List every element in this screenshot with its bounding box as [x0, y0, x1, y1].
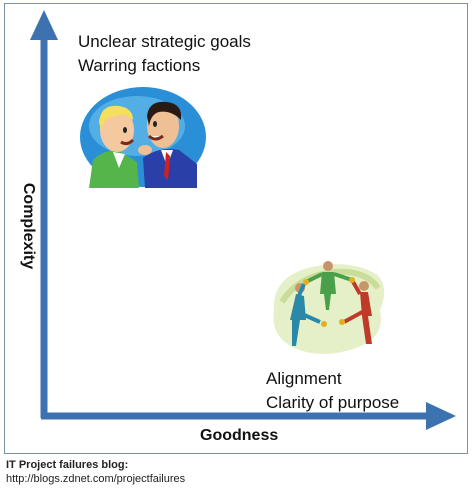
- team-circle-icon: [273, 261, 385, 354]
- footer: IT Project failures blog: http://blogs.z…: [6, 458, 185, 486]
- y-axis-label: Complexity: [20, 182, 37, 270]
- bottom-right-quadrant-text: Alignment Clarity of purpose: [266, 367, 399, 415]
- y-axis-arrowhead: [30, 10, 58, 40]
- quadrant-line: Clarity of purpose: [266, 393, 400, 412]
- arguing-businessmen-icon: [80, 87, 206, 188]
- top-left-quadrant-text: Unclear strategic goals Warring factions: [78, 30, 251, 78]
- x-axis-arrowhead: [426, 402, 456, 430]
- diagram-frame: [4, 3, 468, 454]
- footer-url[interactable]: http://blogs.zdnet.com/projectfailures: [6, 473, 186, 485]
- footer-title: IT Project failures blog:: [6, 459, 129, 471]
- axes: [30, 10, 456, 430]
- quadrant-line: Unclear strategic goals: [78, 32, 251, 51]
- quadrant-line: Alignment: [266, 369, 342, 388]
- x-axis-label: Goodness: [200, 427, 279, 444]
- quadrant-line: Warring factions: [78, 56, 201, 75]
